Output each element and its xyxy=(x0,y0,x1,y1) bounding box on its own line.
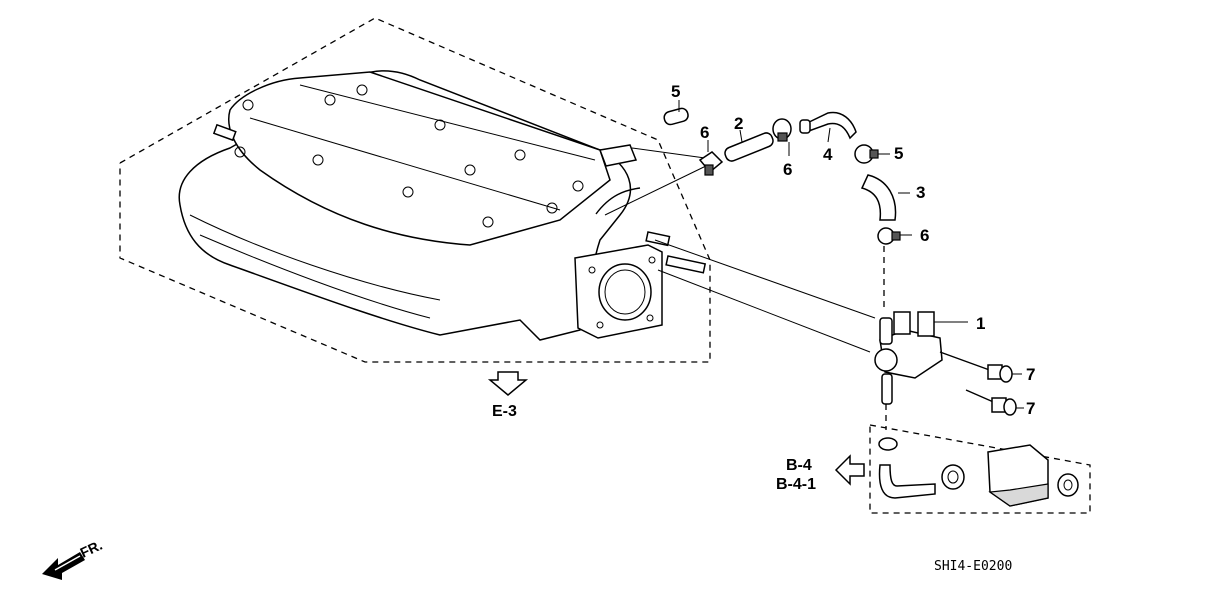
part-6-clamp-left xyxy=(698,140,724,176)
part-3-curved-hose xyxy=(860,174,910,221)
label-part-5-right: 5 xyxy=(894,144,903,163)
label-part-6-lower: 6 xyxy=(920,226,929,245)
label-part-4: 4 xyxy=(823,145,833,164)
label-part-7-upper: 7 xyxy=(1026,365,1035,384)
label-part-1: 1 xyxy=(976,314,985,333)
label-part-2: 2 xyxy=(734,114,743,133)
part-2-hose xyxy=(724,129,774,162)
label-part-6-middle: 6 xyxy=(783,160,792,179)
label-part-6-left: 6 xyxy=(700,123,709,142)
front-arrow-icon xyxy=(42,552,85,580)
part-6-clamp-lower xyxy=(877,227,912,312)
reference-arrow-e3 xyxy=(487,371,529,396)
part-5-clamp-right xyxy=(854,144,890,164)
diagram-code: SHI4-E0200 xyxy=(934,559,1012,574)
reference-arrow-b4 xyxy=(834,454,865,486)
part-4-elbow-hose xyxy=(799,111,857,143)
intake-manifold-assembly xyxy=(119,17,711,363)
ref-label-e3: E-3 xyxy=(492,403,517,420)
canister-subassembly xyxy=(869,404,1091,514)
label-part-3: 3 xyxy=(916,183,925,202)
part-1-valve-body xyxy=(874,311,968,405)
part-6-clamp-middle xyxy=(772,118,792,156)
mounting-leaders xyxy=(604,147,876,353)
ref-label-b4-1: B-4-1 xyxy=(776,476,816,493)
part-7-bolts xyxy=(939,351,1024,416)
front-label: FR. xyxy=(78,537,105,561)
label-part-7-lower: 7 xyxy=(1026,399,1035,418)
part-5-cap-upper xyxy=(663,100,689,126)
label-part-5-upper: 5 xyxy=(671,82,680,101)
ref-label-b4: B-4 xyxy=(786,457,812,474)
